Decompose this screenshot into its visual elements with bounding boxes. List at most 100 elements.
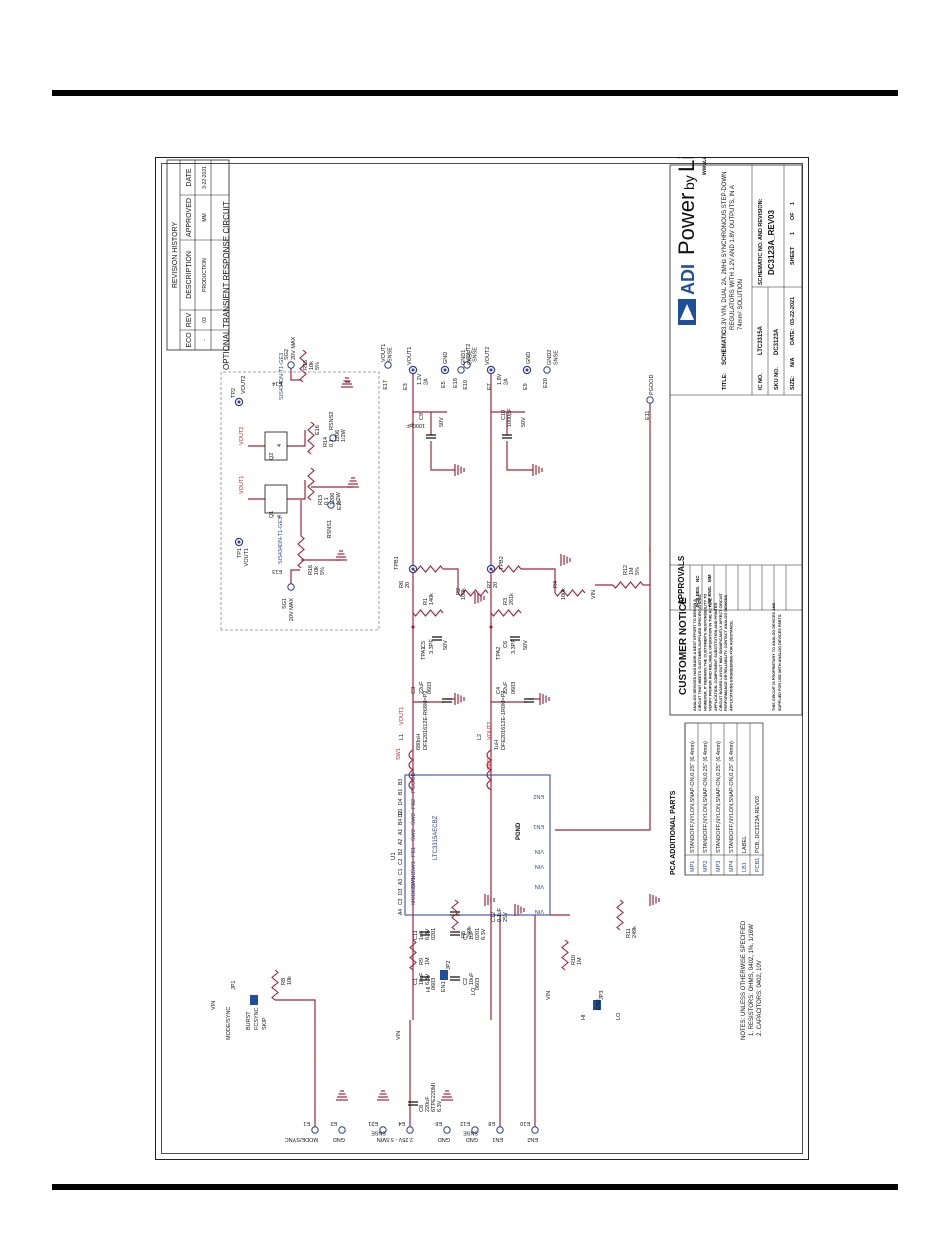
r9-resistor — [409, 939, 417, 971]
pca-desc: LABEL — [742, 836, 748, 853]
label-output1-l1_val: 680nH — [416, 734, 422, 750]
r10-resistor — [561, 939, 569, 971]
revision-history-table — [166, 159, 230, 351]
ground-symbol — [440, 1090, 454, 1101]
label-input-c8_val: 220uF — [425, 1096, 431, 1112]
sg2-terminal — [287, 361, 295, 369]
label-transient-r15_val: 10k — [309, 361, 315, 370]
transient-title: OPTIONAL TRANSIENT RESPONSE CIRCUIT — [222, 201, 231, 370]
label-output2-e20: E20 — [543, 378, 549, 388]
label-ic-pgnd: PGND — [516, 822, 522, 840]
terminal-e21 — [379, 1126, 387, 1134]
label-output2-c6_v: 50V — [523, 640, 529, 650]
label-output1-c3_pkg: 0603 — [427, 682, 433, 694]
vout1-snse-terminal — [384, 361, 392, 369]
label-transient-r13_pkg: 1206 — [330, 493, 336, 505]
r15-resistor — [299, 349, 307, 383]
label-title_block-of: 1 — [790, 202, 796, 205]
ic-ball-label: D3 — [398, 888, 404, 895]
label-output1-e17: E17 — [383, 380, 389, 390]
approval-initials: NC — [695, 575, 700, 582]
label-input-c12_val: 0.1uF — [497, 907, 503, 922]
label-output2-c6: C6 — [503, 641, 509, 648]
r1-resistor — [412, 609, 444, 617]
label-output2-c10_v: 50V — [521, 417, 527, 427]
label-jumpers-r5_val: 249k — [467, 926, 473, 938]
label-title_block-sheet_label: SHEET — [790, 246, 796, 265]
label-output1-r6: R6 — [399, 581, 405, 588]
label-transient-sg2: SG2 — [284, 349, 290, 360]
label-transient-e15: E15 — [337, 500, 343, 510]
label-bottom_terms-e12: E12 — [460, 1120, 470, 1126]
title-block — [669, 164, 803, 716]
turret-center — [237, 540, 241, 544]
pca-heading: PCA ADDITIONAL PARTS — [670, 790, 677, 875]
label-jumpers-r8: R8 — [281, 978, 287, 985]
pgood-terminal — [646, 396, 654, 404]
label-notes-title: NOTES: UNLESS OTHERWISE SPECIFIED — [741, 920, 747, 1040]
label-output2-spec: 1.8V2A — [497, 373, 509, 385]
approval-role: PCB DES. — [695, 586, 700, 607]
ic-ball-label: B1 — [398, 789, 404, 795]
adi-logo-triangle — [680, 304, 694, 320]
label-output2-c4: C4 — [496, 687, 502, 694]
label-title_block-title_value: SCHEMATIC — [722, 329, 728, 365]
label-input-c7_v: 6.3V — [481, 928, 487, 940]
revision-row-cell: 3-22-2021 — [202, 166, 208, 189]
label-jumpers-vin: VIN — [546, 991, 552, 1000]
approval-initials: MM — [707, 574, 712, 582]
ic-ball-label: A1 — [398, 829, 404, 835]
label-jumpers-vin: VIN — [211, 1001, 217, 1010]
label-transient-q2: Q2 — [269, 453, 275, 460]
label-transient-tp2_net: VOUT2 — [241, 376, 247, 394]
ic-pin-right: PGOOD — [411, 772, 417, 793]
label-output2-c4_val: 22uF — [503, 681, 509, 694]
wire — [290, 368, 301, 381]
label-input-c11_v: 6.3V — [425, 928, 431, 940]
q2-mosfet — [264, 431, 288, 461]
pca-ref: LB1 — [742, 862, 748, 872]
ic-pin-left: EN1 — [533, 823, 544, 829]
label-transient-r16_tol: 5% — [320, 567, 326, 575]
label-output2-vout2: VOUT2 — [485, 347, 491, 365]
c8-capacitor — [408, 1101, 418, 1106]
ic-pin-left: VIN — [535, 883, 544, 889]
label-output1-gnd: GND — [443, 352, 449, 364]
ground-symbol — [376, 1090, 390, 1101]
label-pgood-vin: VIN — [591, 590, 597, 599]
revision-column-header: DATE — [186, 168, 193, 186]
label-bottom_terms-e6: E6 — [435, 1120, 442, 1126]
label-output2-r4_val: 100k — [561, 588, 567, 600]
rsns2-terminal — [329, 434, 337, 442]
customer-notice-line: APPLICATIONS ENGINEERING FOR ASSISTANCE. — [729, 620, 733, 711]
label-transient-r15_tol: 5% — [315, 362, 321, 370]
revision-row-cell: PRODUCTION — [202, 258, 208, 292]
label-transient-rsns1: RSNS1 — [327, 520, 333, 538]
customer-notice-line: VERIFY PROPER AND RELIABLE OPERATION IN … — [709, 597, 713, 711]
r4-resistor — [554, 589, 586, 597]
label-output1-c3: C3 — [411, 687, 417, 694]
ic-ball-label: C1 — [398, 868, 404, 875]
c10-capacitor — [502, 434, 512, 439]
label-output1-vout1_net: VOUT1 — [399, 707, 405, 725]
c11-capacitor — [420, 931, 430, 936]
customer-notice-line: APPLICATION. COMPONENT SUBSTITUTION AND … — [714, 603, 718, 711]
label-output2-gnd: GND — [526, 352, 532, 364]
turret-center — [443, 368, 447, 372]
terminal-e2 — [338, 1126, 346, 1134]
revision-column-header: REV — [186, 312, 193, 327]
customer-notice-line: PERFORMANCE OR RELIABILITY. CONTACT ANAL… — [724, 595, 728, 711]
wire — [287, 480, 306, 500]
customer-notice-footer: THIS CIRCUIT IS PROPRIETARY TO ANALOG DE… — [772, 603, 776, 711]
rsns1-terminal — [327, 501, 335, 509]
customer-notice-line: CIRCUIT THAT MEETS CUSTOMER-SUPPLIED SPE… — [698, 594, 702, 711]
ground-symbol — [649, 893, 660, 907]
r8-resistor — [271, 969, 279, 1001]
schematic-drawing: REVISION HISTORYECOREVDESCRIPTIONAPPROVE… — [155, 98, 809, 1160]
wire — [555, 403, 651, 831]
wire — [521, 568, 556, 593]
note-line: 2. CAPACITORS: 0402, 10V — [757, 960, 763, 1036]
terminal-e4 — [406, 1126, 414, 1134]
terminal-e6 — [443, 1126, 451, 1134]
